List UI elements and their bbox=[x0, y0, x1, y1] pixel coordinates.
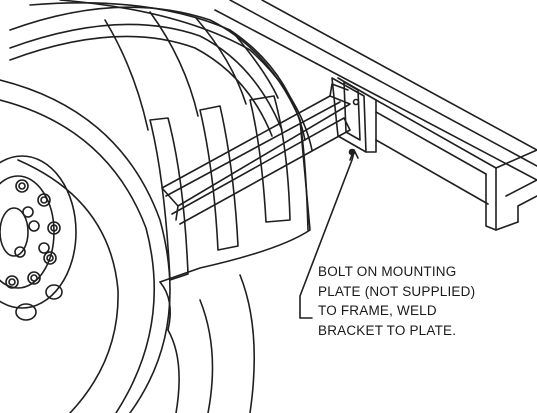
tire bbox=[0, 79, 171, 413]
callout-leader bbox=[299, 149, 359, 319]
callout-line-3: TO FRAME, WELD bbox=[318, 303, 437, 318]
fender bbox=[9, 0, 313, 331]
callout-line-2: PLATE (NOT SUPPLIED) bbox=[318, 283, 476, 299]
wheel-hub bbox=[0, 155, 77, 321]
mounting-plate bbox=[331, 77, 377, 156]
lug-bolts bbox=[5, 179, 61, 289]
callout-line-4: BRACKET TO PLATE. bbox=[318, 322, 457, 338]
rear-tire bbox=[167, 274, 256, 413]
callout-note: BOLT ON MOUNTING PLATE (NOT SUPPLIED) TO… bbox=[318, 262, 475, 340]
frame-rail bbox=[214, 0, 537, 231]
callout-line-1: BOLT ON MOUNTING bbox=[318, 264, 457, 279]
